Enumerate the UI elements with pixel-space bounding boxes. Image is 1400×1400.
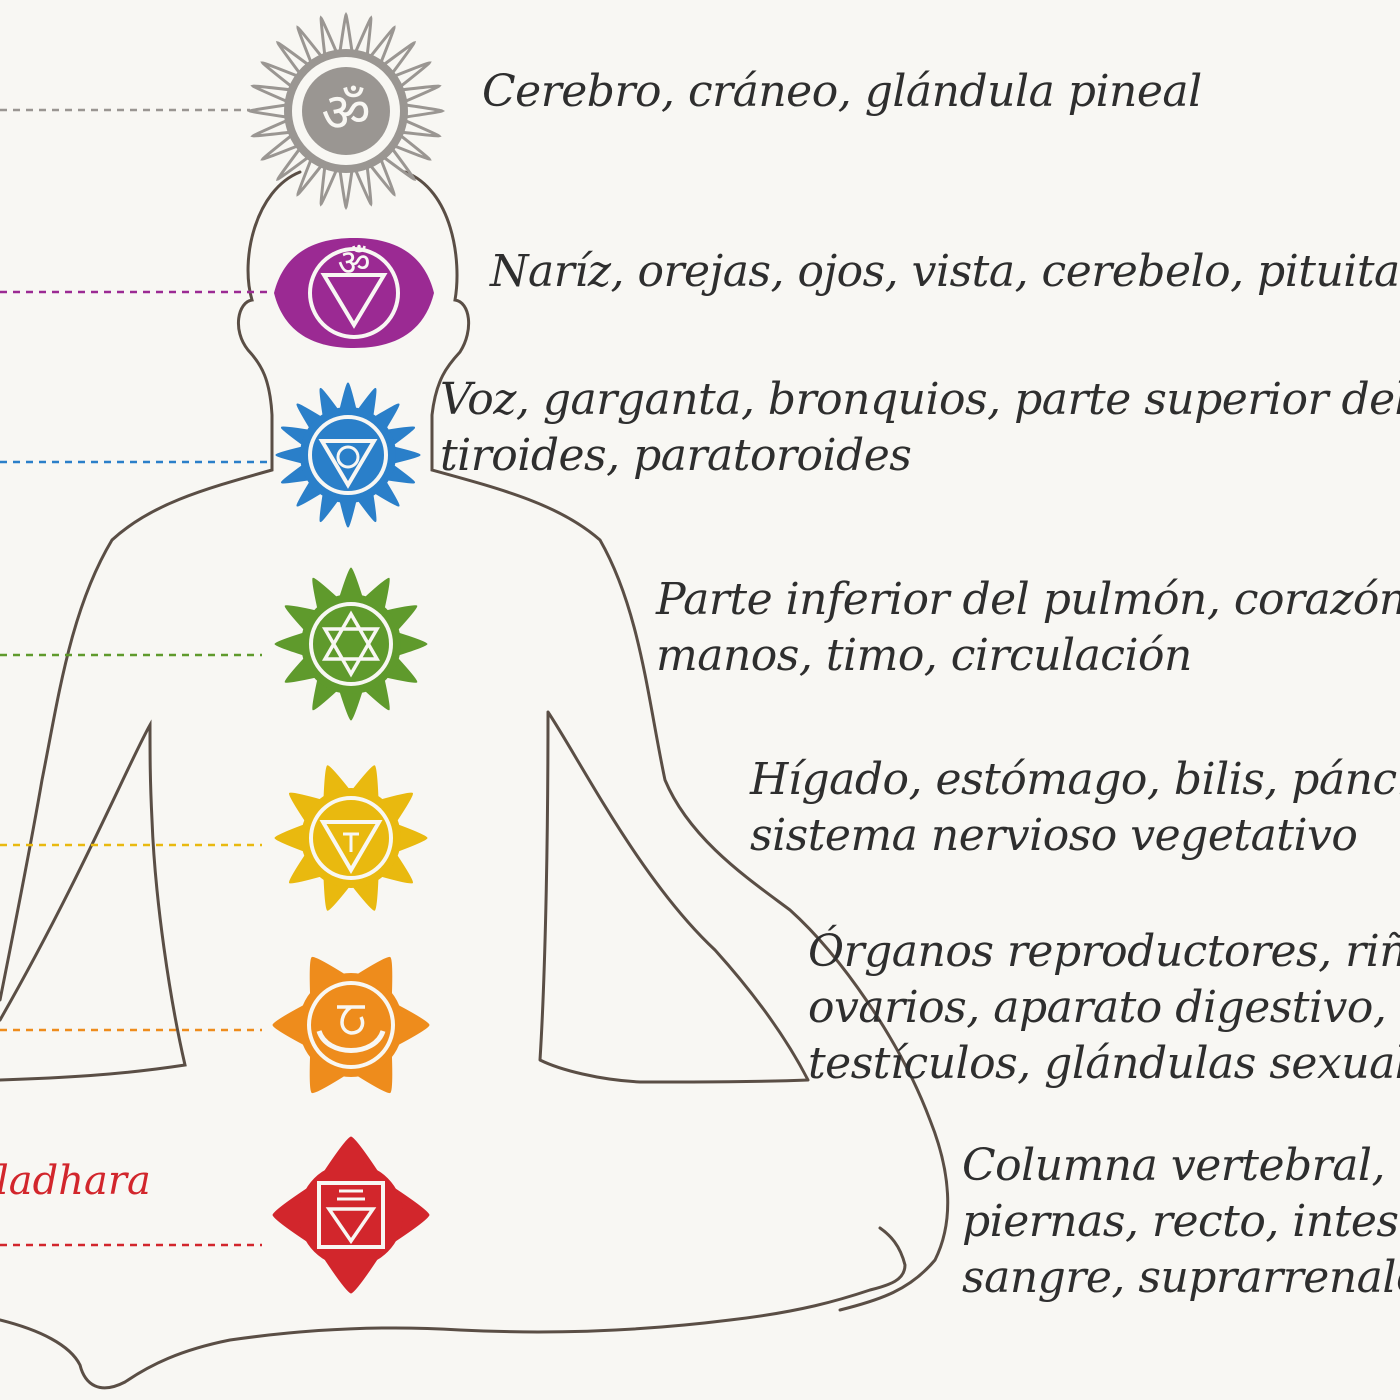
right-arm-outline <box>538 710 810 1084</box>
petal-shape <box>337 165 355 211</box>
crescent-icon <box>316 1029 386 1053</box>
description-line: sangre, suprarrenale <box>962 1252 1400 1303</box>
petal-shape <box>396 116 442 138</box>
description-line: Órganos reproductores, riñc <box>808 926 1400 977</box>
heart-chakra-symbol <box>274 567 428 721</box>
petal-shape <box>319 15 341 61</box>
petal-shape <box>351 161 373 207</box>
petal-shape <box>260 130 304 161</box>
sacral-description: Órganos reproductores, riñc ovarios, apa… <box>808 924 1400 1092</box>
petal-shape <box>272 1002 309 1048</box>
lotus-petals-icon <box>274 765 428 911</box>
lotus-petals-icon <box>246 11 446 211</box>
chakra-symbols: ॐ ॐ <box>246 11 446 1294</box>
guide-lines <box>0 108 270 1247</box>
petal-shape <box>388 130 432 161</box>
description-line: Hígado, estómago, bilis, páncre <box>750 754 1400 805</box>
description-line: Parte inferior del pulmón, corazón, <box>656 574 1400 625</box>
solar-plexus-chakra-symbol <box>274 765 428 911</box>
crown-description: Cerebro, cráneo, glándula pineal <box>482 64 1202 120</box>
description-line: tiroides, paratoroides <box>440 430 912 481</box>
petal-shape <box>275 446 304 464</box>
third-eye-description: Naríz, orejas, ojos, vista, cerebelo, pi… <box>490 244 1400 300</box>
root-description: Columna vertebral, h piernas, recto, int… <box>962 1138 1400 1306</box>
petal-shape <box>396 84 442 106</box>
solar-plexus-description: Hígado, estómago, bilis, páncre sistema … <box>750 752 1400 864</box>
petal-shape <box>339 567 363 598</box>
petal-shape <box>339 690 363 721</box>
description-line: Cerebro, cráneo, glándula pineal <box>482 66 1202 117</box>
om-icon: ॐ <box>338 243 371 284</box>
petal-shape <box>392 446 421 464</box>
description-line: Voz, garganta, bronquios, parte superior… <box>440 374 1400 425</box>
petal-shape <box>397 632 428 656</box>
petal-shape <box>379 853 414 884</box>
petal-shape <box>275 143 314 182</box>
om-icon: ॐ <box>321 81 370 144</box>
petal-shape <box>351 15 373 61</box>
description-line: manos, timo, circulación <box>656 630 1192 681</box>
sacral-chakra-symbol <box>272 956 430 1094</box>
petal-shape <box>378 40 417 79</box>
petal-shape <box>288 853 323 884</box>
root-chakra-symbol <box>272 1136 430 1294</box>
petal-shape <box>246 102 292 120</box>
petal-shape <box>275 40 314 79</box>
petal-shape <box>274 823 306 853</box>
petal-shape <box>400 102 446 120</box>
description-line: ovarios, aparato digestivo, p <box>808 982 1400 1033</box>
petal-shape <box>319 161 341 207</box>
heart-description: Parte inferior del pulmón, corazón, mano… <box>656 572 1400 684</box>
description-line: sistema nervioso vegetativo <box>750 810 1358 861</box>
crown-chakra-symbol: ॐ <box>246 11 446 211</box>
petal-shape <box>393 1002 430 1048</box>
body-outline <box>0 170 950 1312</box>
petal-shape <box>250 116 296 138</box>
petal-shape <box>339 382 357 411</box>
root-chakra-name-label: ladhara <box>0 1158 151 1204</box>
petal-shape <box>365 153 396 197</box>
description-line: Columna vertebral, h <box>962 1140 1400 1191</box>
third-eye-chakra-symbol: ॐ <box>274 238 434 348</box>
petal-shape <box>396 823 428 853</box>
petal-shape <box>339 499 357 528</box>
petal-shape <box>288 792 323 823</box>
petal-shape <box>378 143 417 182</box>
throat-chakra-symbol <box>275 382 421 528</box>
hexagram-icon <box>321 610 381 678</box>
petal-shape <box>337 11 355 57</box>
petal-shape <box>250 84 296 106</box>
petal-shape <box>296 25 327 69</box>
petal-shape <box>388 61 432 92</box>
description-line: piernas, recto, intesti <box>962 1196 1400 1247</box>
description-line: testículos, glándulas sexuale <box>808 1038 1400 1089</box>
petal-shape <box>296 153 327 197</box>
throat-description: Voz, garganta, bronquios, parte superior… <box>440 372 1400 484</box>
legs-outline <box>0 1226 907 1390</box>
petal-shape <box>274 632 305 656</box>
petal-shape <box>260 61 304 92</box>
petal-shape <box>379 792 414 823</box>
petal-shape <box>365 25 396 69</box>
description-line: Naríz, orejas, ojos, vista, cerebelo, pi… <box>490 246 1400 297</box>
